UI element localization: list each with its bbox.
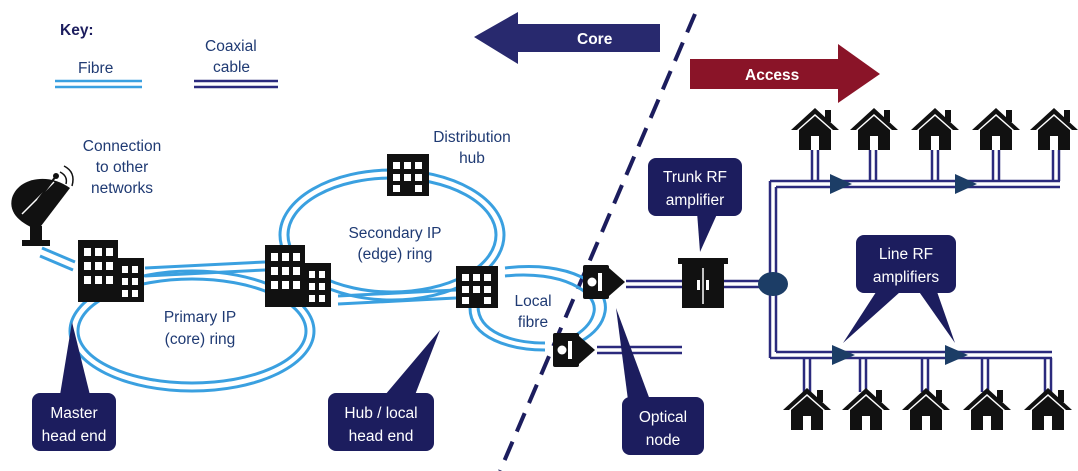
- core-arrow-label: Core: [577, 31, 613, 48]
- core-arrow: Core: [474, 12, 660, 64]
- building-icon: [387, 154, 429, 196]
- amplifier-cabinet-icon: [678, 258, 728, 308]
- house-icon: [850, 108, 898, 150]
- access-arrow: Access: [690, 44, 880, 103]
- access-arrow-label: Access: [745, 67, 799, 84]
- callout-hub-local-head-end: Hub / local head end: [328, 330, 440, 451]
- house-icon: [1030, 108, 1078, 150]
- svg-text:Connection: Connection: [83, 138, 161, 155]
- fibre-link-master: [39, 246, 266, 278]
- house-icon: [791, 108, 839, 150]
- fibre-link-hub: [337, 288, 457, 306]
- optical-node-icon: [583, 265, 625, 299]
- legend-coax-line: [194, 79, 278, 89]
- house-icon: [902, 388, 950, 430]
- svg-text:(core) ring: (core) ring: [165, 331, 236, 348]
- amplifier-triangle-icon: [830, 174, 977, 365]
- house-icon: [963, 388, 1011, 430]
- svg-text:Primary IP: Primary IP: [164, 309, 236, 326]
- house-icon: [783, 388, 831, 430]
- secondary-ring-label: Secondary IP (edge) ring: [348, 225, 441, 263]
- house-icon: [972, 108, 1020, 150]
- building-icon: [456, 266, 498, 308]
- svg-text:head end: head end: [42, 428, 107, 445]
- connection-label: Connection to other networks: [83, 138, 161, 197]
- svg-text:Line RF: Line RF: [879, 246, 933, 263]
- distribution-hub-label: Distribution hub: [433, 129, 511, 167]
- legend-fibre-line: [55, 79, 142, 89]
- primary-ring-label: Primary IP (core) ring: [164, 309, 236, 348]
- coax-trunk: [597, 148, 1061, 392]
- house-icon: [1024, 388, 1072, 430]
- svg-text:Secondary IP: Secondary IP: [348, 225, 441, 242]
- callout-trunk-rf-amplifier: Trunk RF amplifier: [648, 158, 742, 252]
- coax-splitter-node: [758, 272, 788, 296]
- svg-text:head end: head end: [349, 428, 414, 445]
- house-icon: [842, 388, 890, 430]
- svg-text:node: node: [646, 432, 680, 449]
- svg-text:Optical: Optical: [639, 409, 687, 426]
- svg-text:Trunk RF: Trunk RF: [663, 169, 727, 186]
- legend-title: Key:: [60, 22, 94, 39]
- svg-text:fibre: fibre: [518, 314, 548, 331]
- svg-text:Local: Local: [514, 293, 551, 310]
- legend-coaxial-label-2: cable: [213, 59, 250, 76]
- callout-line-rf-amplifiers: Line RF amplifiers: [843, 235, 956, 343]
- house-icon: [911, 108, 959, 150]
- legend-coaxial-label-1: Coaxial: [205, 38, 257, 55]
- svg-text:Hub / local: Hub / local: [344, 405, 417, 422]
- svg-text:Master: Master: [50, 405, 97, 422]
- callout-optical-node: Optical node: [616, 308, 704, 455]
- svg-text:networks: networks: [91, 180, 153, 197]
- svg-text:to other: to other: [96, 159, 149, 176]
- svg-text:amplifiers: amplifiers: [873, 269, 940, 286]
- callout-master-head-end: Master head end: [32, 322, 116, 451]
- building-icon: [78, 240, 144, 302]
- satellite-dish-icon: [11, 165, 74, 246]
- svg-text:amplifier: amplifier: [666, 192, 725, 209]
- core-access-boundary: [498, 13, 697, 471]
- building-icon: [265, 245, 331, 307]
- primary-ip-ring: [68, 269, 316, 393]
- local-fibre-label: Local fibre: [514, 293, 551, 331]
- svg-text:Distribution: Distribution: [433, 129, 511, 146]
- svg-text:hub: hub: [459, 150, 485, 167]
- legend: Key: Fibre Coaxial cable: [55, 22, 278, 89]
- svg-text:(edge) ring: (edge) ring: [358, 246, 433, 263]
- legend-fibre-label: Fibre: [78, 60, 113, 77]
